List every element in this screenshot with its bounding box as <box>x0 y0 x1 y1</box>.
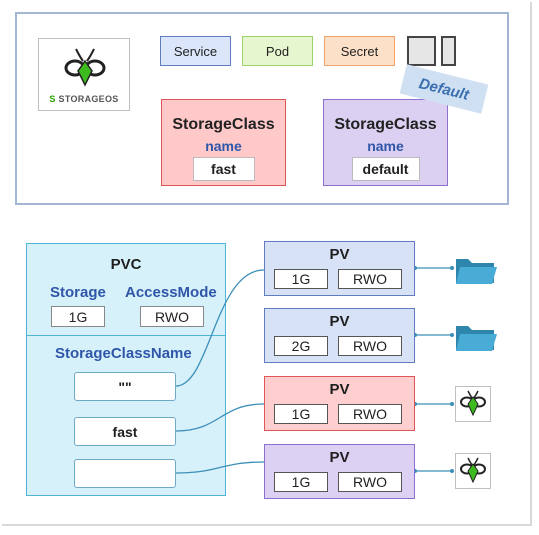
pv-2: PV 2G RWO <box>264 308 415 363</box>
storageclass-name-label: name <box>367 138 404 154</box>
storageos-icon <box>455 453 491 489</box>
outer-frame <box>2 2 532 526</box>
storageclass-name-value: default <box>351 157 420 181</box>
pv-1: PV 1G RWO <box>264 241 415 296</box>
storageos-bee-icon <box>460 457 486 484</box>
storageclass-fast-card: StorageClass name fast <box>161 99 286 186</box>
pvc-access-mode-value: RWO <box>140 306 204 327</box>
pv-access-mode: RWO <box>338 336 402 356</box>
pvc-class-row-fast: fast <box>74 417 176 446</box>
storageos-logo: S STORAGEOS <box>38 38 130 111</box>
pv-capacity: 1G <box>274 404 328 424</box>
tag-pod: Pod <box>242 36 313 66</box>
pvc-class-row-empty-string: "" <box>74 372 176 401</box>
logo-text: S STORAGEOS <box>49 94 119 104</box>
connector-default-to-pv4 <box>175 461 265 474</box>
storageos-bee-icon <box>460 390 486 417</box>
storageos-bee-icon <box>64 48 106 87</box>
pv-capacity: 1G <box>274 472 328 492</box>
pvc-storage-value: 1G <box>51 306 105 327</box>
storageclass-default-card: StorageClass name default <box>323 99 448 186</box>
pv-backend-connectors <box>413 266 454 473</box>
pv-title: PV <box>329 313 350 330</box>
pv-4: PV 1G RWO <box>264 444 415 499</box>
volume-narrow-icon <box>441 36 456 66</box>
pv-title: PV <box>329 449 350 466</box>
storageclass-name-label: name <box>205 138 242 154</box>
pv-title: PV <box>329 381 350 398</box>
pv-title: PV <box>329 246 350 263</box>
storageos-icon <box>455 386 491 422</box>
tag-secret: Secret <box>324 36 395 66</box>
storageclass-title: StorageClass <box>172 116 275 133</box>
pv-access-mode: RWO <box>338 269 402 289</box>
volume-square-icon <box>407 36 436 66</box>
pvc-box <box>26 243 226 496</box>
pv-3: PV 1G RWO <box>264 376 415 431</box>
pvc-title: PVC <box>110 256 142 273</box>
pvc-access-mode-label: AccessMode <box>125 284 217 301</box>
folder-icon <box>456 259 497 284</box>
folder-icon <box>456 326 497 351</box>
pvc-class-row-unset <box>74 459 176 488</box>
pv-access-mode: RWO <box>338 472 402 492</box>
pv-access-mode: RWO <box>338 404 402 424</box>
storageclass-name-value: fast <box>192 157 255 181</box>
storageclass-title: StorageClass <box>334 116 437 133</box>
pvc-storage-label: Storage <box>50 284 106 301</box>
pv-capacity: 1G <box>274 269 328 289</box>
pv-capacity: 2G <box>274 336 328 356</box>
tag-service: Service <box>160 36 231 66</box>
connector-empty-to-pv1 <box>175 269 265 387</box>
pvc-storage-class-name-label: StorageClassName <box>55 345 192 362</box>
connector-fast-to-pv3 <box>175 403 265 432</box>
pvc-divider <box>26 335 226 336</box>
